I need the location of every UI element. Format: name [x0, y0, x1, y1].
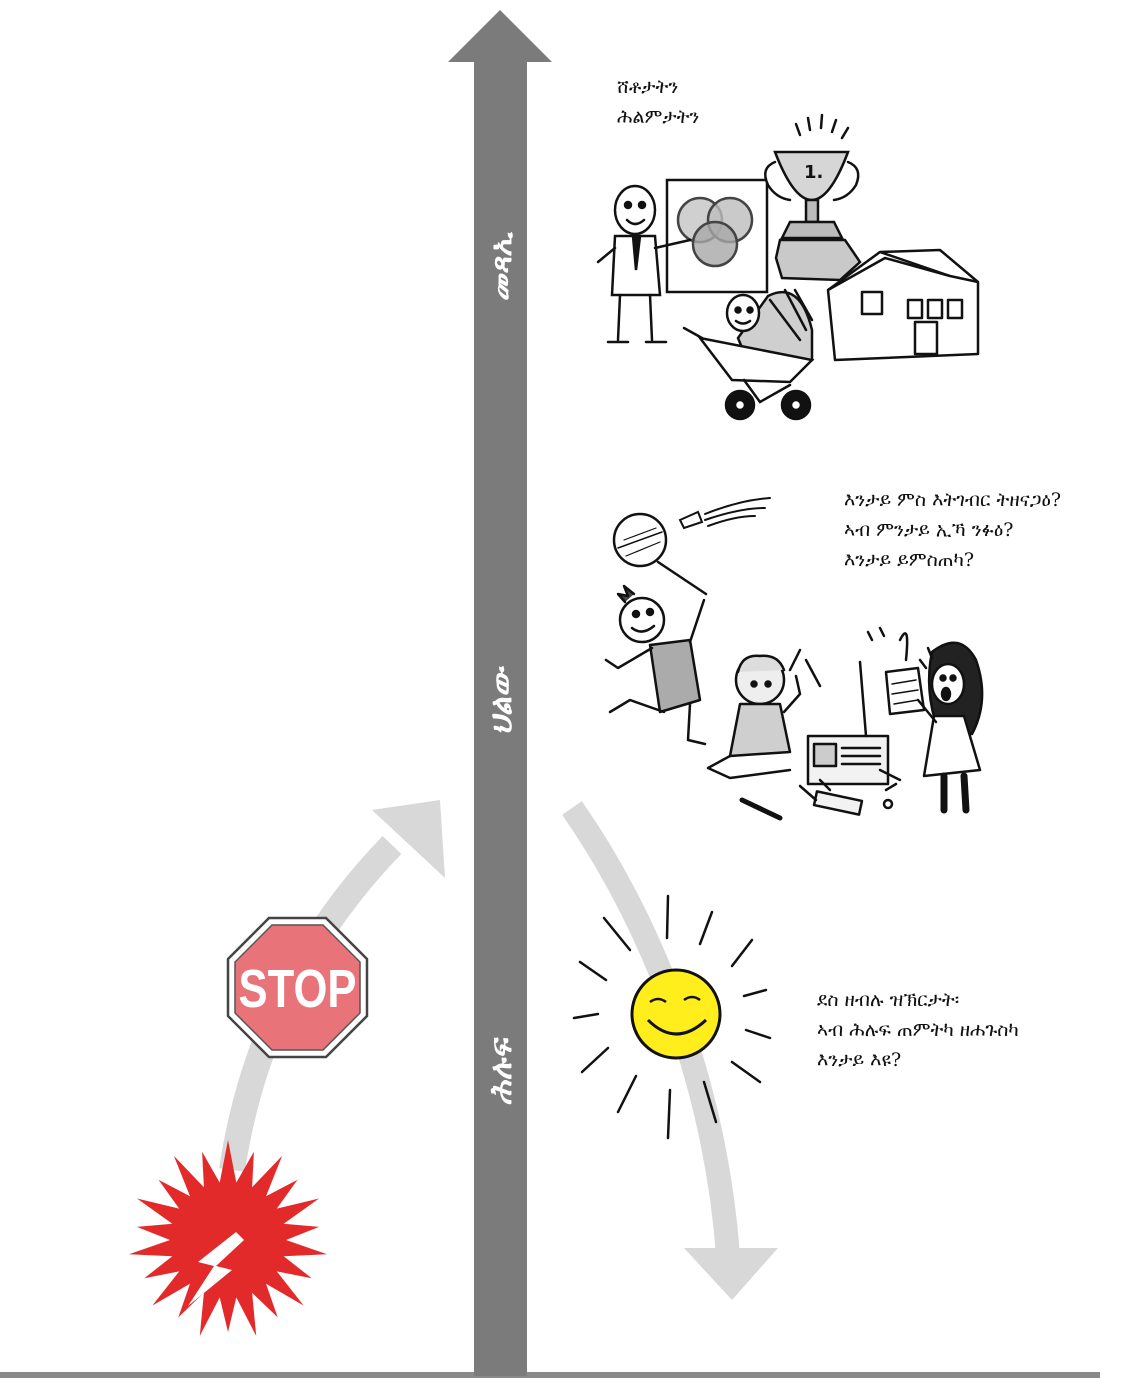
svg-text:1.: 1.: [804, 162, 823, 183]
sun-icon: [574, 896, 770, 1138]
label-present: ህልው: [484, 665, 519, 735]
past-line-3: እንታይ እዩ?: [817, 1045, 1019, 1075]
ground-line: [0, 1372, 1100, 1378]
past-line-1: ደስ ዘብሉ ዝኽርታት፡: [817, 985, 1019, 1015]
past-text-block: ደስ ዘብሉ ዝኽርታት፡ ኣብ ሕሉፍ ጠምትካ ዘሐጉስካ እንታይ እዩ?: [817, 985, 1019, 1075]
future-text-block: ሸቶታትን ሕልምታትን: [617, 72, 699, 132]
present-text-block: እንታይ ምስ እትገብር ትዘናጋዕ? ኣብ ምንታይ ኢኻ ንፉዕ? እንታ…: [844, 485, 1061, 575]
stop-sign-icon: STOP: [228, 918, 367, 1057]
lightning-burst-icon: [129, 1140, 327, 1336]
future-line-2: ሕልምታትን: [617, 102, 699, 132]
badminton-boy-icon: [606, 514, 706, 744]
label-past: ሕሉፍ: [484, 1037, 519, 1105]
future-line-1: ሸቶታትን: [617, 72, 699, 102]
present-line-1: እንታይ ምስ እትገብር ትዘናጋዕ?: [844, 485, 1061, 515]
label-future: መጻኢ: [484, 232, 519, 302]
past-line-2: ኣብ ሕሉፍ ጠምትካ ዘሐጉስካ: [817, 1015, 1019, 1045]
present-line-2: ኣብ ምንታይ ኢኻ ንፉዕ?: [844, 515, 1061, 545]
shuttlecock-icon: [680, 498, 770, 528]
trophy-icon: 1.: [765, 115, 860, 280]
svg-text:STOP: STOP: [239, 959, 357, 1019]
tinkering-child-icon: [708, 650, 900, 818]
baby-carriage-icon: [684, 290, 812, 419]
present-line-3: እንታይ ይምስጠካ?: [844, 545, 1061, 575]
